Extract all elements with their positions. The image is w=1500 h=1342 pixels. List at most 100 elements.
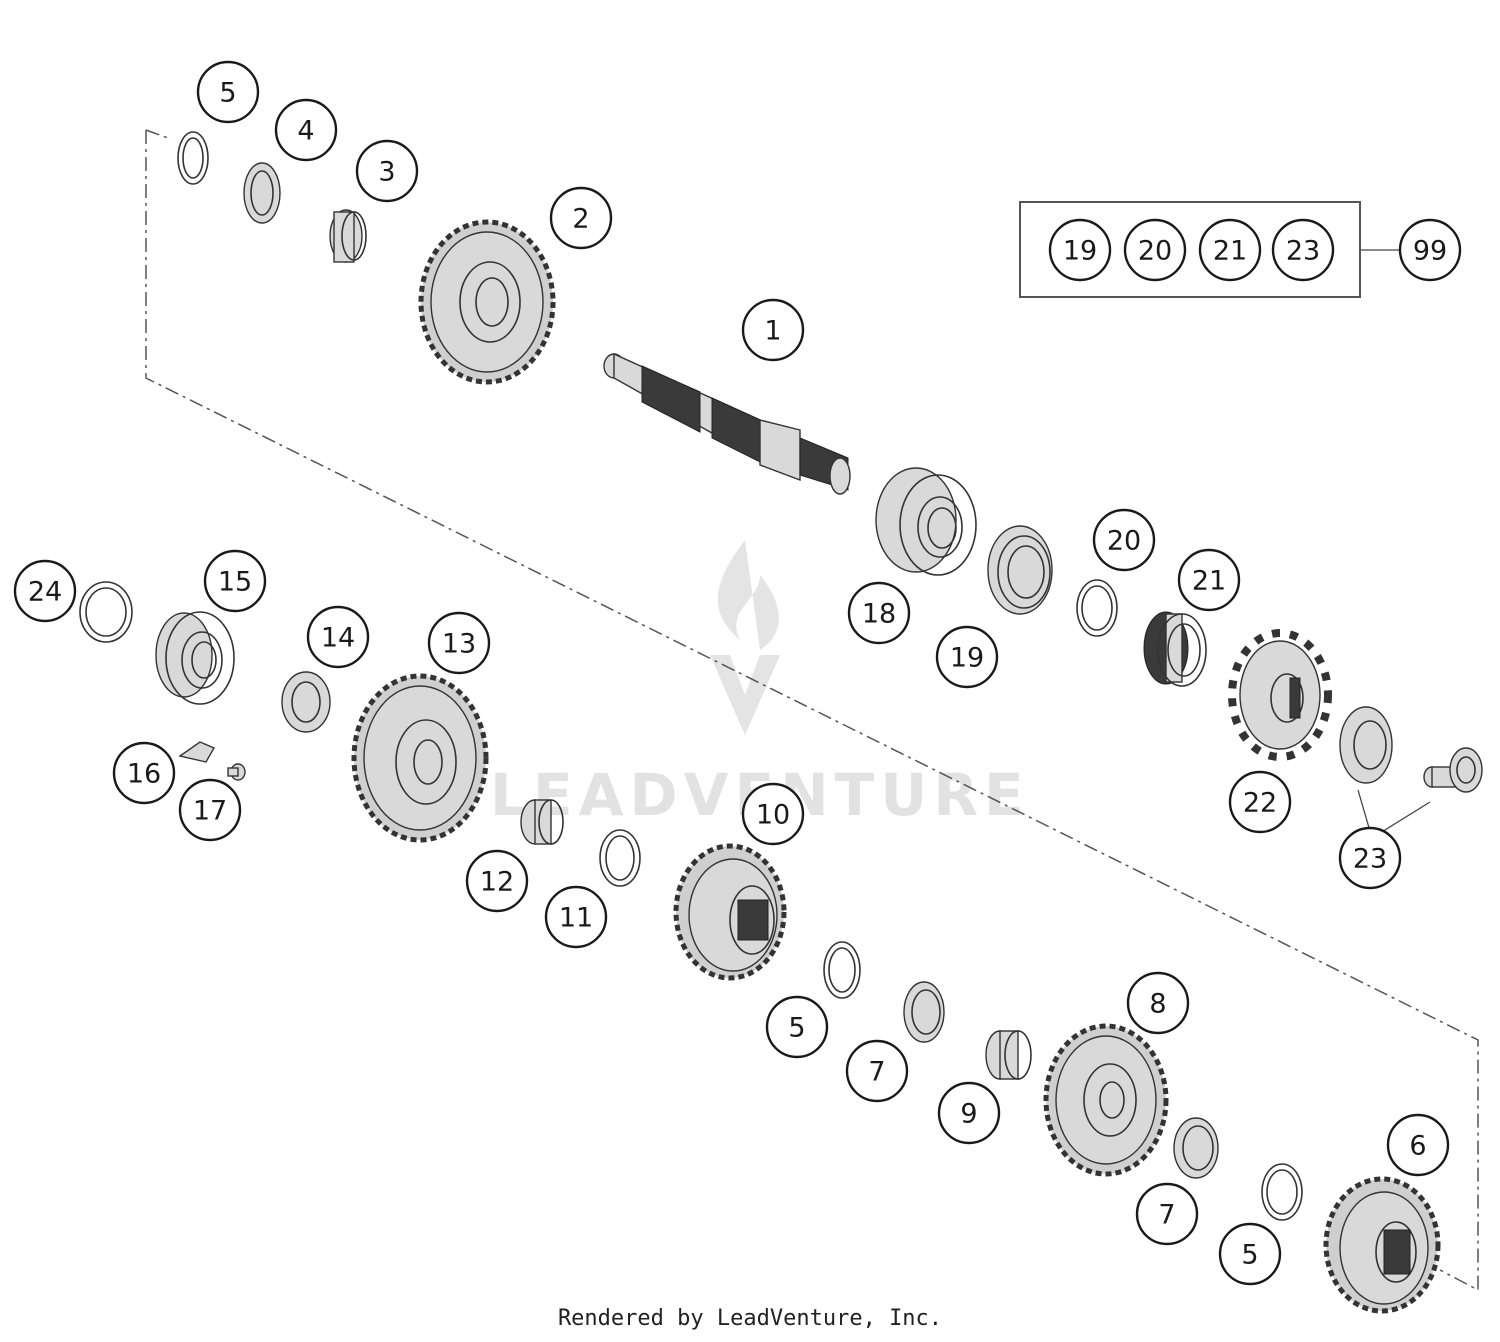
callout-5-circle [765,995,829,1059]
callout-7: 7 [845,1039,909,1103]
kit-callout-19-label: 19 [1063,236,1097,267]
callout-16: 16 [112,741,176,805]
lever-16 [178,741,215,763]
kit-callout-20: 20 [1123,218,1187,282]
kit-callout-99-label: 99 [1413,236,1447,267]
callout-22: 22 [1228,770,1292,834]
callout-5: 5 [196,60,260,124]
callout-15: 15 [203,549,267,613]
callout-14-circle [306,605,370,669]
callout-7-label: 7 [1158,1200,1175,1231]
collar-21 [1143,611,1207,687]
callout-4-circle [274,98,338,162]
callout-17: 17 [178,778,242,842]
kit-callout-19: 19 [1048,218,1112,282]
callout-15-circle [203,549,267,613]
kit-callout-21: 21 [1198,218,1262,282]
gear-13 [351,673,489,843]
callout-5-label: 5 [1241,1240,1258,1271]
callout-16-label: 16 [127,759,161,790]
callout-17-label: 17 [193,796,227,827]
screw-17 [227,763,246,781]
callout-14-label: 14 [321,623,355,654]
callout-6-label: 6 [1409,1131,1426,1162]
callout-13-label: 13 [442,629,476,660]
callout-10-circle [741,782,805,846]
gear-8 [1043,1023,1169,1177]
callout-5: 5 [1218,1222,1282,1286]
callout-18-circle [847,581,911,645]
sprocket-22 [1228,629,1332,761]
assembly-outline [145,130,1479,1292]
callout-8-label: 8 [1149,989,1166,1020]
bearing-15 [155,611,235,705]
callout-15-label: 15 [218,567,252,598]
washer-11 [599,829,641,887]
callout-9: 9 [937,1081,1001,1145]
gear-6 [1323,1176,1441,1314]
seal-19 [987,525,1053,615]
callout-23: 23 [1338,826,1402,890]
ring-20 [1076,579,1118,637]
kit-callout-19-circle [1048,218,1112,282]
rendered-by-footer: Rendered by LeadVenture, Inc. [557,1306,943,1331]
callout-7-circle [845,1039,909,1103]
callout-1: 1 [741,298,805,362]
kit-callout-20-circle [1123,218,1187,282]
callout-23-label: 23 [1353,844,1387,875]
callout-22-circle [1228,770,1292,834]
callout-5-circle [1218,1222,1282,1286]
washer-7-mid [903,981,945,1043]
kit-callout-20-label: 20 [1138,236,1172,267]
callout-3-label: 3 [378,157,395,188]
callout-3: 3 [355,139,419,203]
assembly-outline-top [145,129,169,139]
washer-14 [281,671,331,733]
circlip-5-mid [823,941,861,999]
kit-callout-23-circle [1271,218,1335,282]
callout-16-circle [112,741,176,805]
callout-21-label: 21 [1192,566,1226,597]
washer-23 [1339,706,1393,784]
callout-6-circle [1386,1113,1450,1177]
callout-19: 19 [935,625,999,689]
callout-17-circle [178,778,242,842]
kit-box [1019,201,1361,298]
callout-7-label: 7 [868,1057,885,1088]
callout-12-label: 12 [480,867,514,898]
callout-20-label: 20 [1107,526,1141,557]
callout-4: 4 [274,98,338,162]
watermark: LEADVENTURE [490,540,1024,829]
callout-1-circle [741,298,805,362]
callout-11-label: 11 [559,903,593,934]
callout-6: 6 [1386,1113,1450,1177]
bolt-23 [1423,747,1483,793]
kit-callout-21-circle [1198,218,1262,282]
main-shaft-1 [603,352,851,495]
callout-9-label: 9 [960,1099,977,1130]
callout-7: 7 [1135,1182,1199,1246]
callout-21-circle [1177,548,1241,612]
kit-callout-21-label: 21 [1213,236,1247,267]
callout-5: 5 [765,995,829,1059]
callout-4-label: 4 [297,116,314,147]
bearing-18 [875,467,977,576]
callout-20: 20 [1092,508,1156,572]
callout-8: 8 [1126,971,1190,1035]
callout-11: 11 [544,885,608,949]
bushing-9 [985,1030,1032,1080]
callout-5-label: 5 [219,78,236,109]
bushing-3 [329,209,367,263]
bushing-12 [520,799,564,845]
callout-2-label: 2 [572,204,589,235]
callout-21: 21 [1177,548,1241,612]
callout-24: 24 [13,559,77,623]
kit-callout-99-circle [1398,218,1462,282]
callout-11-circle [544,885,608,949]
callout-12: 12 [465,849,529,913]
callout-10: 10 [741,782,805,846]
callout-2: 2 [549,186,613,250]
gear-2 [418,219,556,385]
